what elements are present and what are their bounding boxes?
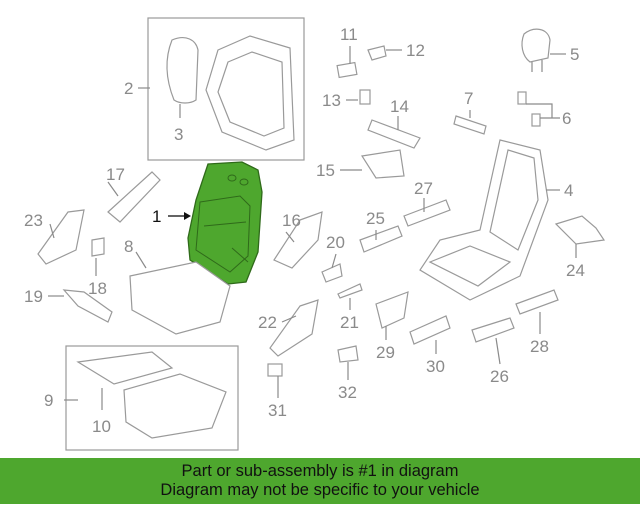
callout-23[interactable]: 23: [24, 211, 43, 230]
banner-line-2: Diagram may not be specific to your vehi…: [160, 481, 480, 499]
callout-11[interactable]: 11: [340, 25, 358, 44]
part-9-cushion-frame: [123, 373, 227, 439]
part-10-pad: [76, 351, 174, 385]
callout-26[interactable]: 26: [490, 367, 509, 386]
part-27-rail-cover: [403, 199, 451, 227]
part-18-clip: [91, 237, 105, 257]
part-16-trim: [273, 211, 323, 269]
part-11-clip: [336, 61, 358, 79]
part-1-arrow: [184, 212, 191, 220]
part-32-clip: [337, 345, 359, 363]
part-7-bracket: [453, 115, 487, 135]
callout-6[interactable]: 6: [562, 109, 571, 128]
part-25-rail-cover: [359, 225, 403, 253]
callout-12[interactable]: 12: [406, 41, 425, 60]
part-14-rail: [367, 119, 421, 149]
part-2-frame-inner: [217, 51, 285, 137]
callout-9[interactable]: 9: [44, 391, 53, 410]
part-31-clip: [267, 363, 283, 377]
banner-line-1: Part or sub-assembly is #1 in diagram: [181, 462, 459, 480]
callout-3[interactable]: 3: [174, 125, 183, 144]
part-1-seat-back[interactable]: [187, 161, 263, 285]
part-30-rail-cover: [409, 315, 451, 345]
part-3-panel: [166, 37, 199, 104]
callout-27[interactable]: 27: [414, 179, 433, 198]
callout-30[interactable]: 30: [426, 357, 445, 376]
parts-diagram: 1 2 3 4 5 6 7 8 9 10 11 12 13 14 15 16 1…: [24, 17, 606, 451]
callout-29[interactable]: 29: [376, 343, 395, 362]
part-6-guide-b: [531, 113, 541, 127]
part-21-rod: [337, 283, 363, 299]
part-8-cushion: [129, 261, 231, 335]
part-4-seat-frame: [419, 139, 549, 301]
part-12-clip: [367, 45, 387, 61]
callout-1[interactable]: 1: [152, 207, 161, 226]
callout-13[interactable]: 13: [322, 91, 341, 110]
callout-8[interactable]: 8: [124, 237, 133, 256]
group-box-seat-cushion-pad: [65, 345, 239, 451]
callout-10[interactable]: 10: [92, 417, 111, 436]
callout-28[interactable]: 28: [530, 337, 549, 356]
callout-31[interactable]: 31: [268, 401, 287, 420]
part-15-bracket: [361, 149, 405, 179]
callout-22[interactable]: 22: [258, 313, 277, 332]
callout-18[interactable]: 18: [88, 279, 107, 298]
part-24-bracket: [554, 215, 606, 245]
callout-4[interactable]: 4: [564, 181, 573, 200]
group-box-seat-back-frame: [147, 17, 305, 161]
part-23-cover: [37, 209, 85, 265]
info-banner: Part or sub-assembly is #1 in diagram Di…: [0, 458, 640, 504]
part-17-trim: [107, 171, 161, 223]
part-13-clip: [359, 89, 371, 105]
callout-25[interactable]: 25: [366, 209, 385, 228]
callout-32[interactable]: 32: [338, 383, 357, 402]
callout-19[interactable]: 19: [24, 287, 43, 306]
callout-20[interactable]: 20: [326, 233, 345, 252]
part-26-rail-cover: [471, 317, 515, 343]
part-22-trim: [269, 299, 319, 357]
callout-16[interactable]: 16: [282, 211, 301, 230]
callout-7[interactable]: 7: [464, 89, 473, 108]
callout-15[interactable]: 15: [316, 161, 335, 180]
callout-2[interactable]: 2: [124, 79, 133, 98]
callout-17[interactable]: 17: [106, 165, 125, 184]
callout-5[interactable]: 5: [570, 45, 579, 64]
part-6-guide-a: [517, 91, 527, 105]
callout-24[interactable]: 24: [566, 261, 585, 280]
callout-21[interactable]: 21: [340, 313, 359, 332]
part-19-bracket: [62, 289, 113, 323]
part-5-headrest: [521, 28, 551, 63]
part-28-rail-cover: [515, 289, 559, 315]
part-20-clip: [321, 263, 343, 283]
part-29-bracket: [375, 291, 409, 329]
callout-14[interactable]: 14: [390, 97, 409, 116]
